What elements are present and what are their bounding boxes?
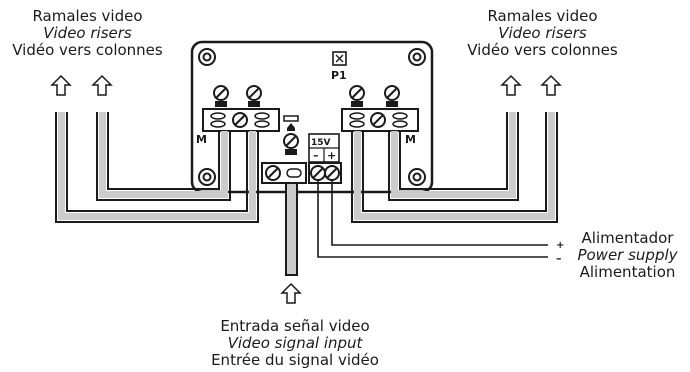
video-input-label: Entrada señal video Video signal input E… [200,318,390,369]
right-riser-cables [351,112,558,223]
arrow-up-icon [91,74,113,96]
arrow-up-icon [280,282,302,304]
mounting-holes [198,48,426,186]
left-riser-cables [55,112,259,223]
input-cable [285,182,298,276]
wire-minus-sign: – [556,252,562,265]
terminal-plus: + [327,149,336,162]
input-label-en: Video signal input [227,334,363,352]
left-output-connectors [202,85,280,132]
left-label-en: Video risers [43,24,132,42]
right-risers-label: Ramales video Video risers Vidéo vers co… [455,8,630,59]
arrow-up-icon [500,74,522,96]
power-label-en: Power supply [577,246,678,264]
arrow-up-icon [50,74,72,96]
mass-right-label: M [405,133,416,146]
mass-left-label: M [196,133,207,146]
power-supply-label: Alimentador Power supply Alimentation [565,230,690,281]
input-label-fr: Entrée du signal vidéo [211,351,379,369]
right-label-en: Video risers [498,24,587,42]
power-label-es: Alimentador [581,229,674,247]
p1-label: P1 [331,69,347,82]
terminal-minus: – [313,149,319,162]
voltage-label: 15V [311,138,331,148]
power-label-fr: Alimentation [579,263,676,281]
right-label-es: Ramales video [487,7,598,25]
input-label-es: Entrada señal video [220,317,370,335]
wire-plus-sign: + [556,240,564,251]
right-label-fr: Vidéo vers colonnes [467,41,618,59]
right-output-connectors [341,85,419,132]
video-input-connector [261,115,307,184]
arrow-up-icons [50,74,562,304]
power-terminal [308,133,342,184]
left-label-es: Ramales video [32,7,143,25]
arrow-up-icon [540,74,562,96]
power-supply-wires [317,180,548,258]
left-risers-label: Ramales video Video risers Vidéo vers co… [0,8,175,59]
left-label-fr: Vidéo vers colonnes [12,41,163,59]
